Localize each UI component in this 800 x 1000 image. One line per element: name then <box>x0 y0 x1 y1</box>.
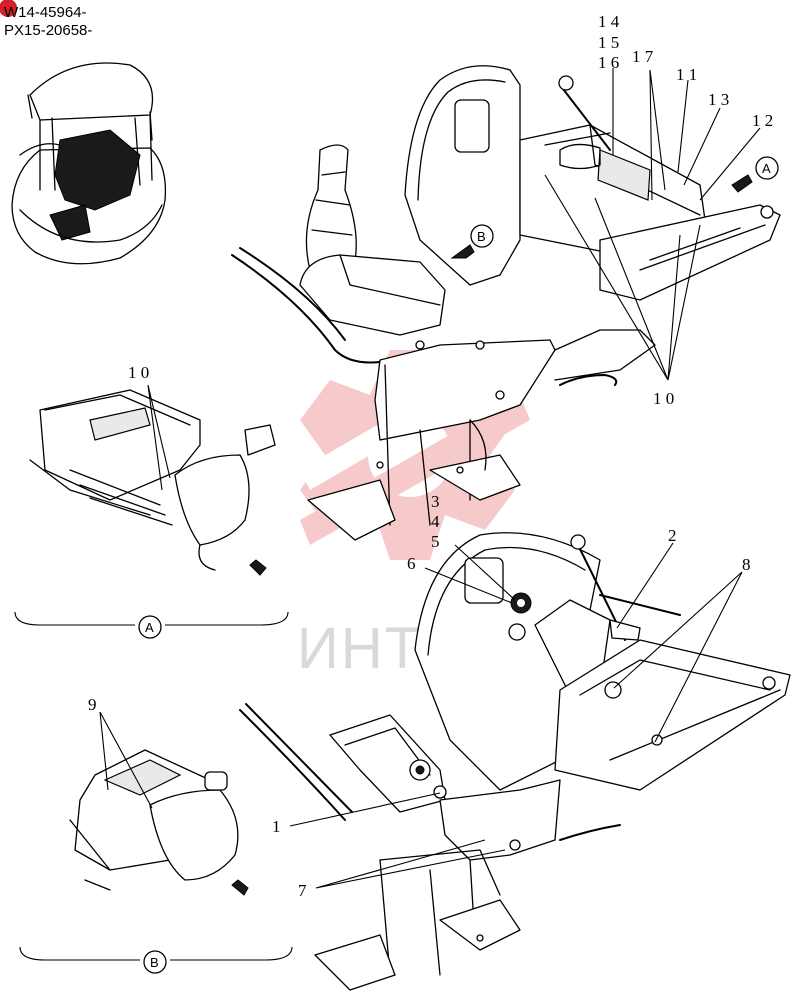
upper-leader-lines <box>544 68 761 381</box>
view-b-label: B <box>150 955 159 970</box>
callout-11: 1 1 <box>676 65 697 84</box>
callout-2: 2 <box>668 526 677 545</box>
serial-range-2: PX15-20658- <box>4 22 92 39</box>
callout-12: 1 2 <box>752 111 773 130</box>
callout-16: 1 6 <box>598 53 619 72</box>
callout-4: 4 <box>431 512 440 531</box>
callout-1: 1 <box>272 817 281 836</box>
lower-frame-assembly <box>239 532 791 991</box>
callout-9: 9 <box>88 695 97 714</box>
callout-7: 7 <box>298 881 307 900</box>
callout-14: 1 4 <box>598 12 620 31</box>
callout-3: 3 <box>431 492 440 511</box>
machine-overview-icon <box>11 62 167 265</box>
callout-10-detail: 1 0 <box>128 363 149 382</box>
callout-8: 8 <box>742 555 751 574</box>
callout-5: 5 <box>431 532 440 551</box>
callout-6: 6 <box>407 554 416 573</box>
detail-view-b: B <box>19 711 293 974</box>
callout-17: 1 7 <box>632 47 654 66</box>
callout-15: 1 5 <box>598 33 619 52</box>
view-b-marker: B <box>477 229 486 244</box>
view-a-label: A <box>145 620 154 635</box>
badge-icon <box>0 0 17 17</box>
serial-range-1: W14-45964- <box>4 4 87 21</box>
serial-header: W14-45964- PX15-20658- <box>0 0 92 39</box>
callout-10-upper: 1 0 <box>653 389 674 408</box>
view-a-marker: A <box>762 161 771 176</box>
callout-13: 1 3 <box>708 90 729 109</box>
lower-leader-lines <box>289 542 743 889</box>
upper-console-assembly: B A <box>231 65 781 541</box>
detail-view-a: A <box>14 384 289 639</box>
